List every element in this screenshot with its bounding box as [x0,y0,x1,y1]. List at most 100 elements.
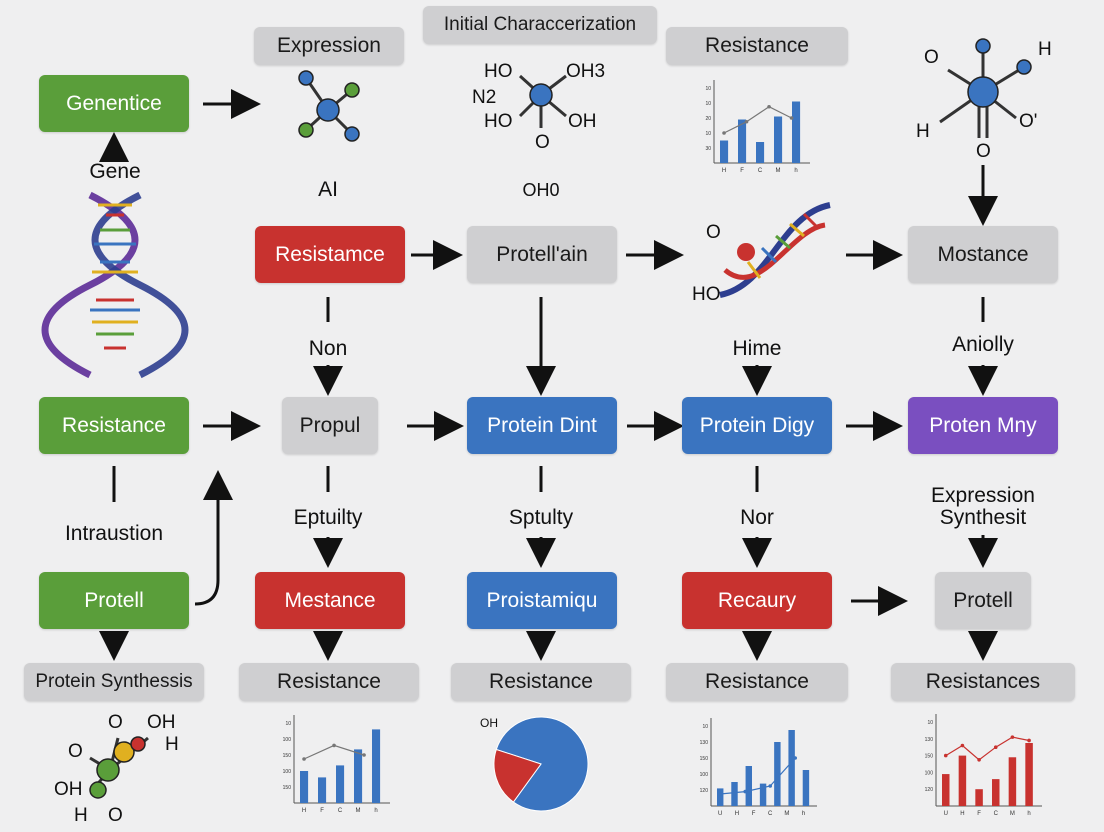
edge-label-eptuilty: Eptuilty [293,506,363,529]
bar [792,101,801,163]
data-point [960,743,965,748]
x-tick-label: h [802,811,805,817]
node-proten-mny[interactable]: Proten Mny [908,397,1058,454]
x-tick-label: U [944,811,948,817]
edge-label-expression-synthesit: Expression Synthesit [931,484,1035,529]
y-tick-label: 10 [705,131,711,137]
bar [958,755,967,806]
bar [318,777,327,803]
y-tick-label: 10 [927,720,933,726]
data-point [793,756,798,760]
data-point [718,792,723,796]
series-line [945,736,1030,761]
pie-slice [495,716,589,812]
node-protein-dint[interactable]: Protein Dint [467,397,617,454]
edge-label-aniolly: Aniolly [952,333,1014,356]
chem-label: OH [568,111,597,132]
y-tick-label: 150 [700,756,709,762]
chem-label: H [1038,39,1052,60]
pie-slice [493,748,542,803]
x-tick-label: C [768,811,773,817]
edge-label-intraustion: Intraustion [64,522,164,545]
y-tick-label: 130 [700,740,709,746]
x-tick-label: M [356,808,361,814]
node-protell-green[interactable]: Protell [39,572,189,629]
data-point [1010,735,1015,739]
x-tick-label: M [776,168,781,174]
header-initial-characterization: Initial Characcerization [423,6,657,44]
chem-label: O [108,805,123,826]
node-resistamce[interactable]: Resistamce [255,226,405,283]
x-tick-label: F [740,168,744,174]
molecule-icon [518,74,567,128]
node-mostance[interactable]: Mostance [908,226,1058,283]
x-tick-label: U [718,811,722,817]
node-mestance[interactable]: Mestance [255,572,405,629]
label-resistance: Resistance [666,663,848,701]
data-point [722,131,726,135]
header-expression: Expression [254,27,404,65]
x-tick-label: C [994,811,999,817]
edge-label-hime: Hime [732,337,782,360]
header-resistance: Resistance [666,27,848,65]
y-tick-label: 100 [283,737,292,743]
x-tick-label: h [374,808,377,814]
data-point [302,757,306,761]
x-tick-label: H [960,811,964,817]
data-point [332,743,336,748]
node-recaury[interactable]: Recaury [682,572,832,629]
bar [720,140,729,163]
dna-helix-icon [719,202,831,298]
y-tick-label: 130 [925,737,934,743]
y-tick-label: 10 [705,101,711,107]
y-tick-label: 10 [705,86,711,92]
x-tick-label: F [977,811,981,817]
node-protein-digy[interactable]: Protein Digy [682,397,832,454]
bar [756,142,765,163]
node-resistance-green[interactable]: Resistance [39,397,189,454]
node-proistamiqu[interactable]: Proistamiqu [467,572,617,629]
chem-label: O [924,47,939,68]
dna-helix-icon [41,191,189,379]
edge-label-nor: Nor [740,506,774,529]
data-point [977,758,981,762]
x-tick-label: H [302,808,306,814]
x-tick-label: C [758,168,763,174]
data-point [768,784,773,788]
chem-label: H [74,805,88,826]
label-protein-synthesis: Protein Synthessis [24,663,204,701]
data-point [1027,738,1031,743]
y-tick-label: 10 [702,724,708,730]
bar [759,783,767,806]
y-tick-label: 150 [283,785,292,791]
bar [731,782,738,806]
data-point [993,745,998,749]
chem-label: O [706,222,721,243]
label-resistances: Resistances [891,663,1075,701]
y-tick-label: 150 [283,753,292,759]
x-tick-label: h [1027,811,1030,817]
chem-label: HO [484,61,513,82]
node-protell-gray[interactable]: Protell [935,572,1031,629]
edge-label-sptulty: Sptulty [508,506,574,529]
chem-label: N2 [472,87,497,108]
curved-arrow [194,470,233,606]
chem-label: O' [1019,111,1038,132]
node-genentice[interactable]: Genentice [39,75,189,132]
bar [1025,743,1033,806]
chem-label: H [916,121,930,142]
chem-label: HO [484,111,513,132]
chem-label: OH [480,716,498,730]
bar [942,774,950,806]
node-propul[interactable]: Propul [282,397,378,454]
bar [1008,757,1017,806]
node-protellain[interactable]: Protell'ain [467,226,617,283]
x-tick-label: M [1010,811,1015,817]
bar [788,730,795,806]
y-tick-label: 100 [925,770,934,776]
y-tick-label: 20 [705,116,711,122]
x-tick-label: F [320,808,324,814]
edge-label-oh0: OH0 [522,180,560,200]
